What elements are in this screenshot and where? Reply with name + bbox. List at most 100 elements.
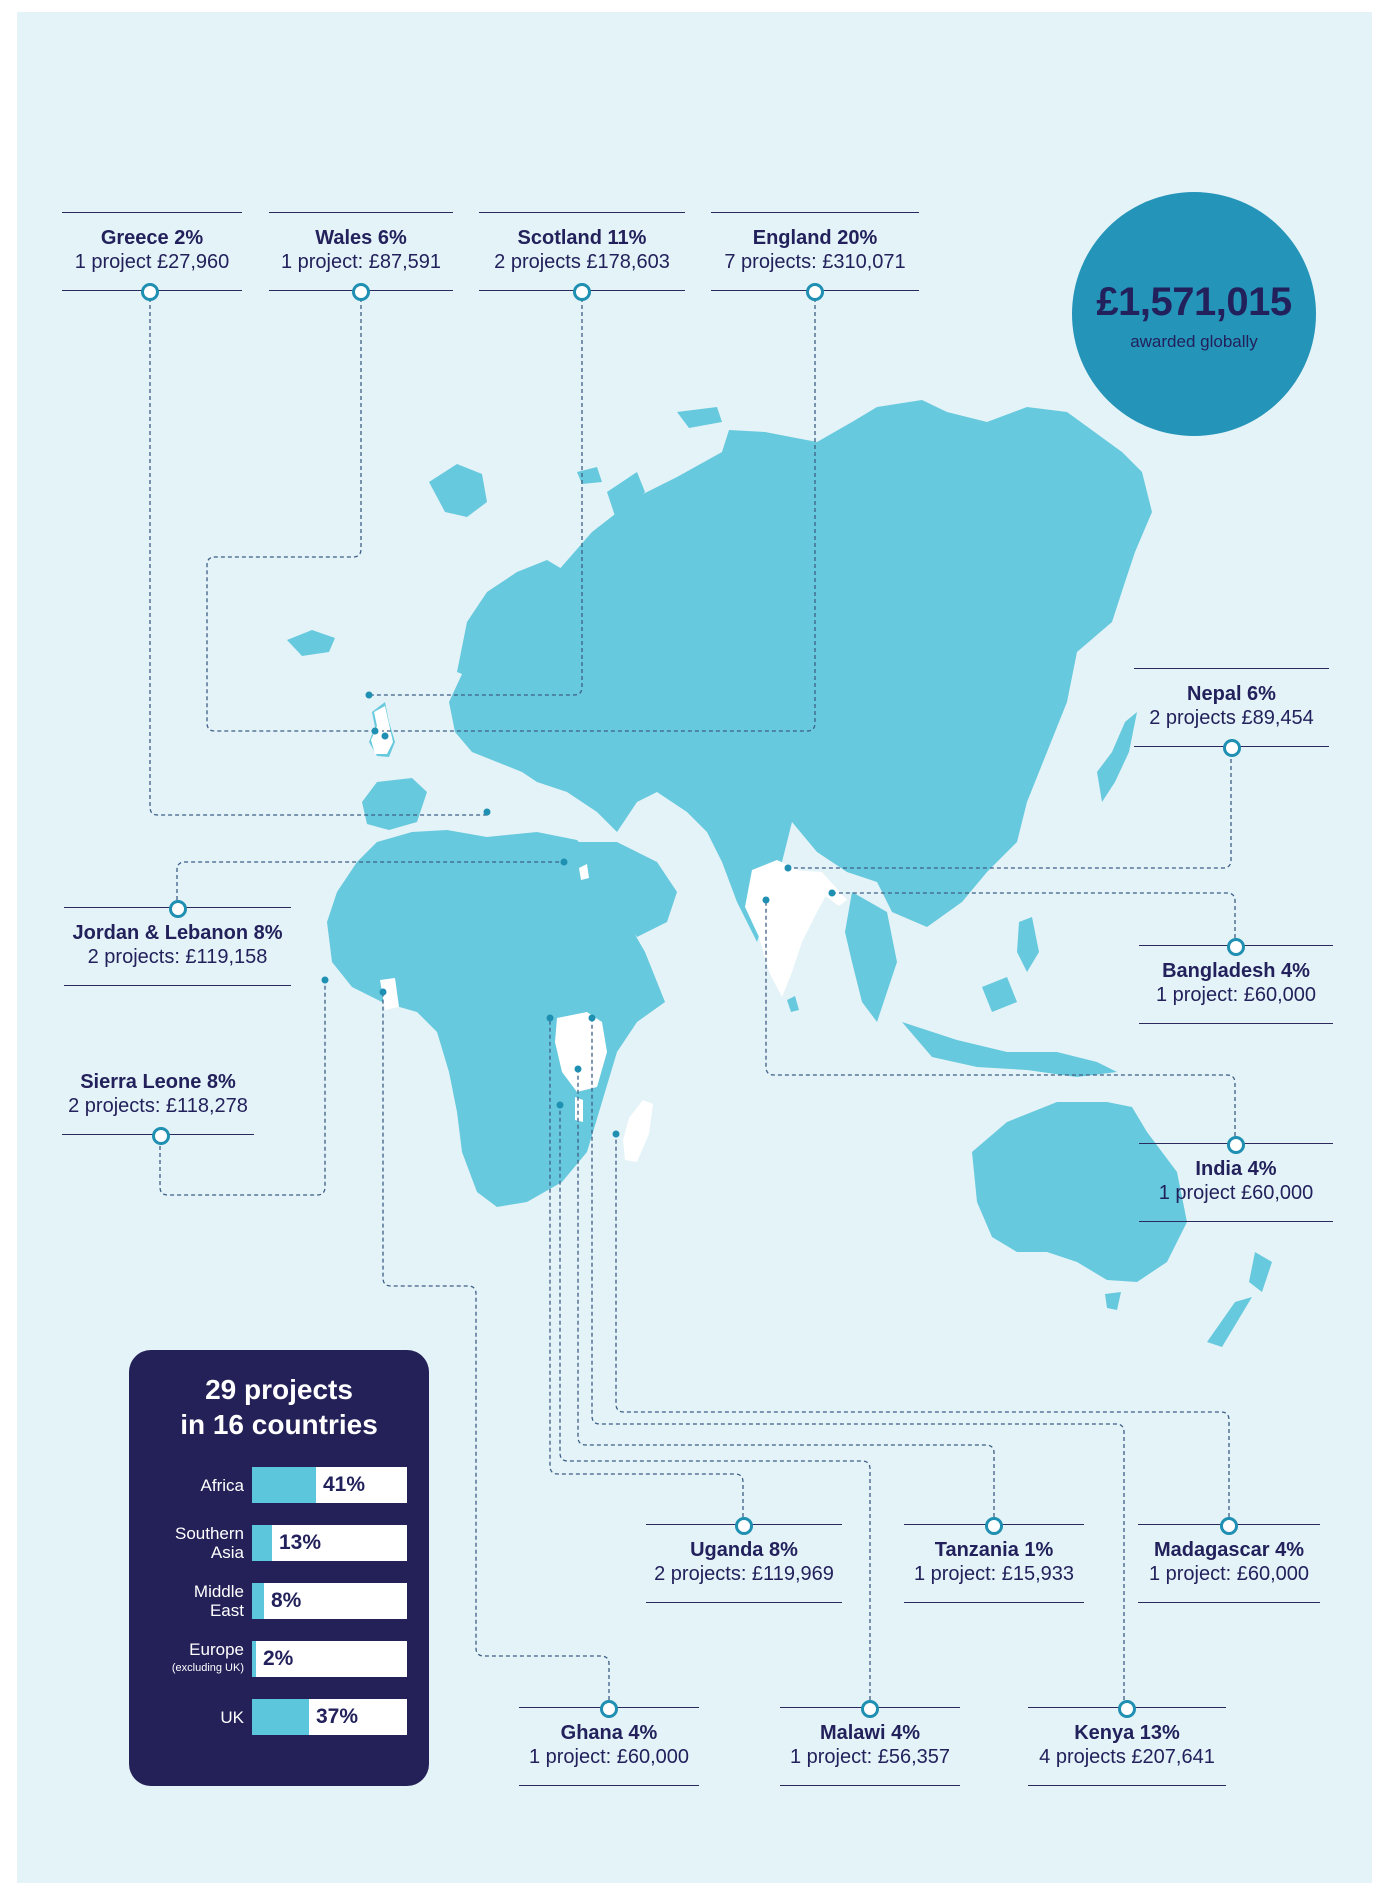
marker-icon [1223,739,1241,757]
leader-uganda [549,1018,744,1524]
country-detail: 2 projects £89,454 [1149,707,1314,729]
dot-kenya [588,1014,596,1022]
marker-icon [1118,1700,1136,1718]
country-name: Scotland 11% [517,227,647,249]
region-label-text: UK [220,1707,244,1727]
dot-greece [483,808,491,816]
southeast-asia-landmass [845,892,897,1022]
region-value: 37% [316,1705,359,1728]
label-jordan-lebanon: Jordan & Lebanon 8% 2 projects: £119,158 [64,900,291,986]
region-bar: 2% [252,1641,407,1677]
region-bar-fill [252,1641,256,1677]
dot-england [381,732,389,740]
eurasia-landmass [449,400,1152,942]
region-bar-fill [252,1699,309,1735]
region-label: Middle East [164,1581,244,1621]
country-detail: 1 project: £60,000 [1155,984,1317,1006]
country-detail: 1 project £27,960 [74,251,230,273]
region-sublabel: (excluding UK) [171,1662,244,1674]
east-africa-shape [555,1012,607,1092]
region-label: Africa [201,1465,244,1505]
country-name: Greece 2% [100,227,204,249]
label-wales: Wales 6% 1 project: £87,591 [269,212,453,301]
marker-icon [141,283,159,301]
dot-scotland [365,691,373,699]
total-amount: £1,571,015 [1096,280,1292,324]
country-detail: 7 projects: £310,071 [724,251,906,273]
country-detail: 1 project: £87,591 [280,251,442,273]
landmass [287,400,1272,1347]
dot-tanzania [574,1065,582,1073]
greenland-landmass [429,464,487,517]
country-detail: 1 project: £60,000 [528,1746,690,1768]
label-kenya: Kenya 13% 4 projects £207,641 [1028,1700,1226,1786]
country-detail: 1 project: £15,933 [913,1563,1075,1585]
marker-icon [1227,938,1245,956]
country-name: Kenya 13% [1074,1722,1180,1744]
region-bar-fill [252,1583,264,1619]
uk-shape [371,706,393,754]
region-row: Middle East 8% [129,1581,429,1621]
philippines-islands [1017,917,1039,972]
region-bar-fill [252,1467,316,1503]
dot-jordan-lebanon [560,858,568,866]
country-name: Jordan & Lebanon 8% [72,922,283,944]
country-name: Malawi 4% [819,1722,921,1744]
region-value: 2% [263,1647,294,1670]
summary-title-line1: 29 projects [205,1374,353,1405]
country-name: Tanzania 1% [934,1539,1054,1561]
label-bangladesh: Bangladesh 4% 1 project: £60,000 [1139,938,1333,1024]
dot-india [762,896,770,904]
label-greece: Greece 2% 1 project £27,960 [62,212,242,301]
region-bar-fill [252,1525,272,1561]
leader-ghana [382,992,610,1707]
country-detail: 2 projects: £119,158 [87,946,268,968]
region-label-text: Africa [200,1475,244,1495]
region-row: Africa 41% [129,1465,429,1505]
dot-uganda [546,1014,554,1022]
label-uganda: Uganda 8% 2 projects: £119,969 [646,1517,842,1603]
country-detail: 4 projects £207,641 [1039,1746,1215,1768]
region-bar: 41% [252,1467,407,1503]
leader-nepal [788,759,1232,869]
sri-lanka-landmass [787,996,799,1012]
indonesia-islands [902,977,1117,1077]
japan-islands [1097,712,1137,802]
region-row: UK 37% [129,1697,429,1737]
country-detail: 2 projects £178,603 [494,251,670,273]
region-label-text: Europe [189,1640,244,1659]
leader-tanzania [577,1069,995,1524]
marker-icon [1227,1136,1245,1154]
country-name: Sierra Leone 8% [80,1071,236,1093]
dot-wales [371,727,379,735]
country-detail: 1 project: £56,357 [789,1746,951,1768]
leader-india [765,900,1236,1150]
australia-landmass [972,1102,1187,1282]
marker-icon [352,283,370,301]
scandinavia-landmass [457,560,567,680]
label-england: England 20% 7 projects: £310,071 [711,212,919,301]
dot-sierra-leone [321,976,329,984]
iberia-landmass [362,778,427,830]
leader-england [382,298,816,732]
label-india: India 4% 1 project £60,000 [1139,1136,1333,1222]
region-value: 8% [271,1589,302,1612]
country-detail: 1 project £60,000 [1158,1182,1314,1204]
dot-madagascar [612,1130,620,1138]
marker-icon [573,283,591,301]
country-name: India 4% [1195,1158,1277,1180]
leader-malawi [559,1105,871,1707]
region-label: UK [220,1697,244,1737]
marker-icon [169,900,187,918]
nepal-bangladesh-shape [792,870,847,906]
region-label-text: Middle East [193,1582,244,1620]
madagascar-landmass [623,1100,653,1162]
marker-icon [806,283,824,301]
arabia-landmass [577,842,677,937]
world-map [149,298,1272,1707]
region-value: 41% [323,1473,366,1496]
leader-scotland [369,298,583,696]
country-name: Wales 6% [315,227,407,249]
